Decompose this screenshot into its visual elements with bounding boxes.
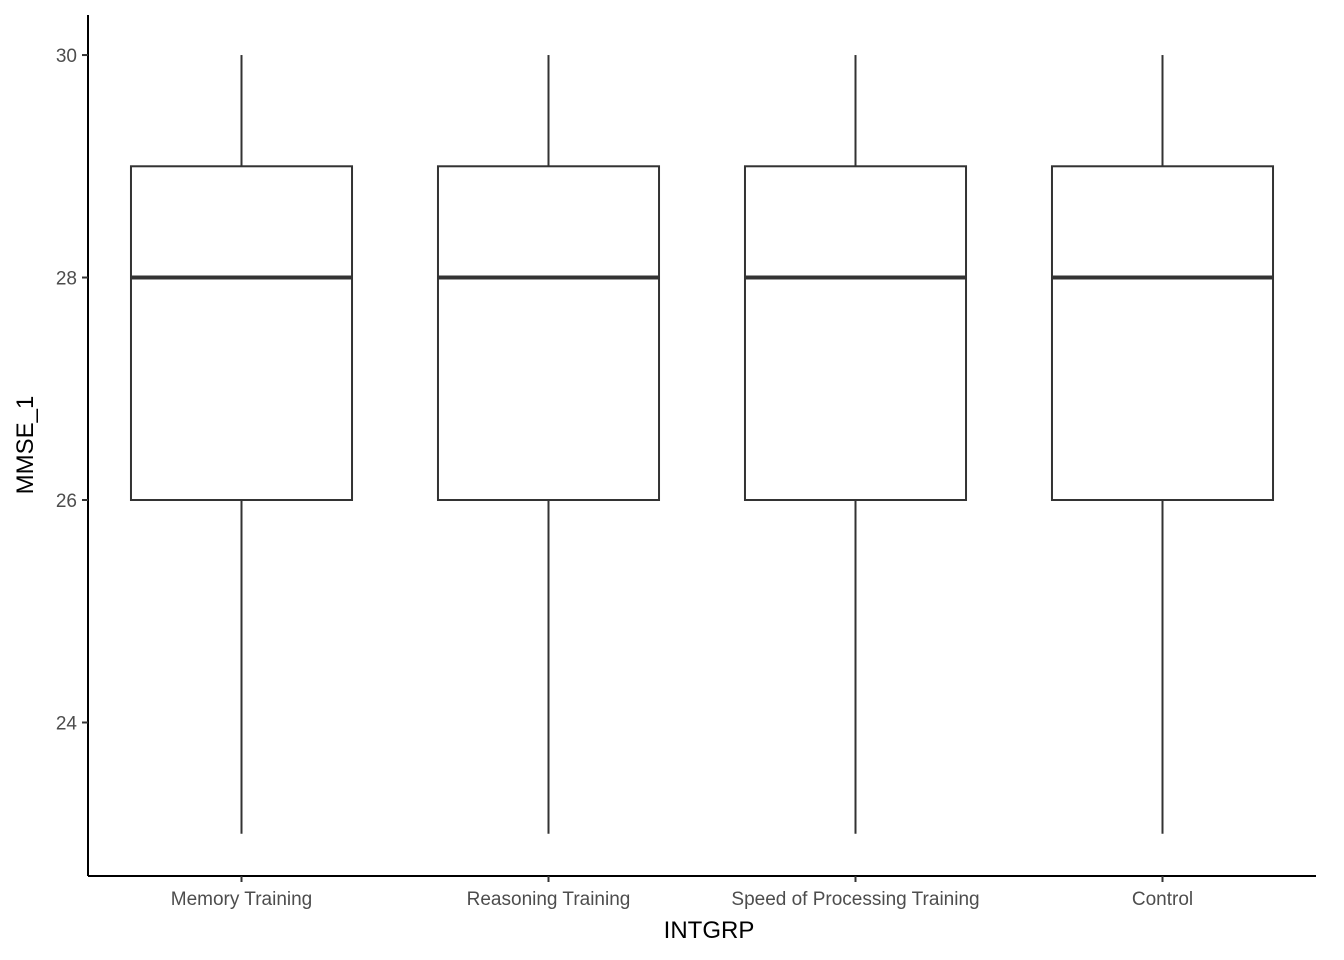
box-group [129,55,354,834]
x-axis-title: INTGRP [664,917,755,944]
box-iqr [743,165,968,502]
box-group [436,55,661,834]
box-group [743,55,968,834]
x-tick-label: Speed of Processing Training [731,889,979,910]
x-tick-label: Memory Training [171,889,313,910]
box-iqr [1050,165,1275,502]
box-iqr [436,165,661,502]
y-tick-label: 26 [56,491,77,512]
y-tick-label: 28 [56,269,77,290]
y-axis-title: MMSE_1 [12,396,39,495]
x-tick-label: Reasoning Training [467,889,631,910]
x-tick-label: Control [1132,889,1193,910]
box-group [1050,55,1275,834]
y-tick-label: 30 [56,46,77,67]
box-iqr [129,165,354,502]
y-tick-label: 24 [56,713,78,734]
